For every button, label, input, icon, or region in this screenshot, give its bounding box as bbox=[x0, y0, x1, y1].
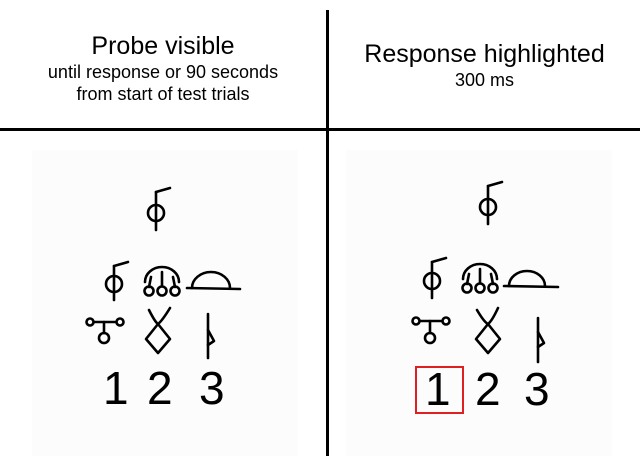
option-glyph-dome-icon bbox=[502, 269, 560, 289]
left-header: Probe visible until response or 90 secon… bbox=[0, 0, 326, 105]
option-glyph-diamond-icon bbox=[474, 306, 502, 355]
option-glyph-phi-icon bbox=[104, 260, 130, 302]
column-divider bbox=[326, 10, 329, 456]
option-glyph-flag-icon bbox=[536, 316, 546, 364]
highlight-box bbox=[415, 366, 464, 414]
right-header: Response highlighted 300 ms bbox=[329, 0, 640, 91]
option-glyph-tripod-icon bbox=[461, 262, 499, 294]
option-glyph-lollipop-icon bbox=[411, 316, 451, 345]
choice-3[interactable]: 3 bbox=[524, 363, 550, 415]
option-glyph-flag-icon bbox=[206, 312, 216, 360]
probe-glyph-phi-icon bbox=[478, 180, 504, 226]
choice-2[interactable]: 2 bbox=[475, 363, 501, 415]
choice-1[interactable]: 1 bbox=[425, 363, 451, 415]
left-subtitle-line2: from start of test trials bbox=[76, 84, 250, 104]
option-glyph-dome-icon bbox=[185, 270, 242, 291]
left-title: Probe visible bbox=[91, 32, 235, 60]
right-subtitle: 300 ms bbox=[454, 70, 515, 90]
option-glyph-tripod-icon bbox=[143, 265, 181, 297]
choice-3[interactable]: 3 bbox=[199, 362, 225, 414]
choice-1[interactable]: 1 bbox=[103, 362, 129, 414]
probe-panel: 1 2 3 bbox=[32, 150, 298, 456]
option-glyph-diamond-icon bbox=[144, 306, 172, 355]
response-panel: 1 2 3 bbox=[346, 150, 612, 456]
choice-2[interactable]: 2 bbox=[147, 362, 173, 414]
option-glyph-phi-icon bbox=[422, 256, 448, 300]
header-divider bbox=[0, 128, 640, 131]
right-title: Response highlighted bbox=[364, 40, 605, 68]
left-subtitle-line1: until response or 90 seconds bbox=[47, 62, 279, 82]
option-glyph-lollipop-icon bbox=[85, 317, 125, 345]
probe-glyph-phi-icon bbox=[146, 186, 172, 232]
